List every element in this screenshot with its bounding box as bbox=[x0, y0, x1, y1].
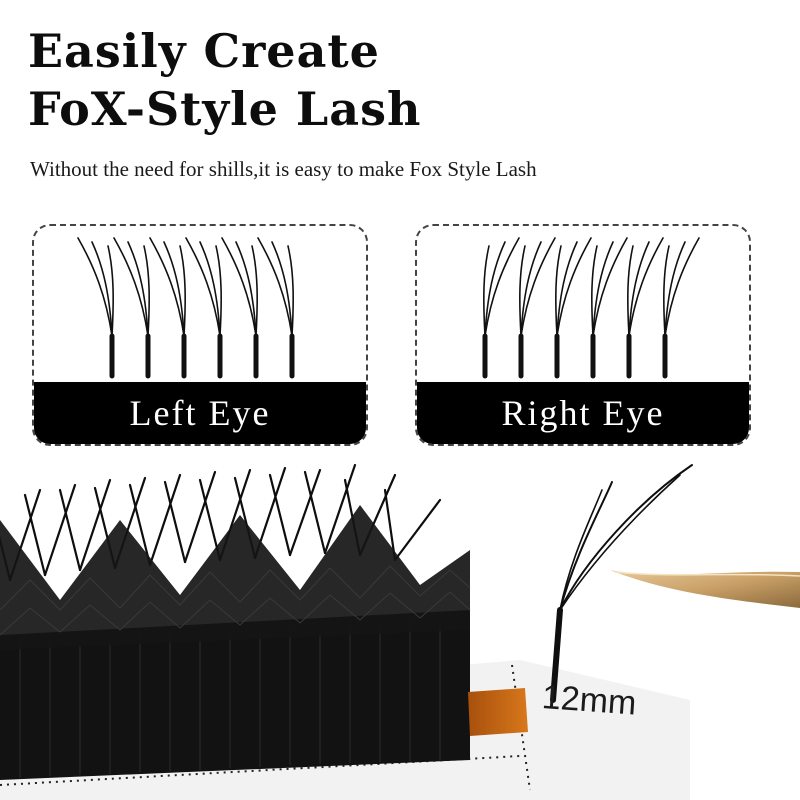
lash-fan-1 bbox=[482, 237, 520, 379]
single-lash-fan bbox=[550, 464, 693, 703]
orange-strip bbox=[468, 688, 528, 736]
lash-fan-mass bbox=[0, 505, 470, 650]
tweezer-icon bbox=[610, 570, 800, 608]
lash-fan-4 bbox=[590, 237, 628, 379]
lash-tray-photo bbox=[0, 463, 800, 800]
lash-fan-3 bbox=[554, 237, 592, 379]
left-eye-card: Left Eye bbox=[32, 224, 368, 446]
length-label: 12mm bbox=[540, 678, 638, 723]
right-eye-card: Right Eye bbox=[415, 224, 751, 446]
lash-fan-6 bbox=[662, 237, 700, 379]
left-eye-label: Left Eye bbox=[34, 382, 366, 444]
lash-fan-2 bbox=[113, 237, 151, 379]
headline-line-1: Easily Create bbox=[28, 24, 380, 78]
subheadline: Without the need for shills,it is easy t… bbox=[30, 157, 537, 181]
headline-line-2: FoX-Style Lash bbox=[28, 82, 422, 136]
lash-texture bbox=[19, 616, 441, 778]
lash-fan-4 bbox=[185, 237, 223, 379]
right-eye-lash-illustration bbox=[482, 237, 700, 379]
lash-fan-3 bbox=[149, 237, 187, 379]
left-eye-lash-illustration bbox=[77, 237, 295, 379]
lash-strip-base bbox=[0, 610, 470, 780]
lash-fan-5 bbox=[626, 237, 664, 379]
lash-fan-2 bbox=[518, 237, 556, 379]
lash-fan-6 bbox=[257, 237, 295, 379]
lash-fan-5 bbox=[221, 237, 259, 379]
lash-zigzag bbox=[0, 565, 471, 636]
headline: Easily Create FoX-Style Lash bbox=[28, 22, 421, 138]
lash-fan-1 bbox=[77, 237, 115, 379]
right-eye-label: Right Eye bbox=[417, 382, 749, 444]
